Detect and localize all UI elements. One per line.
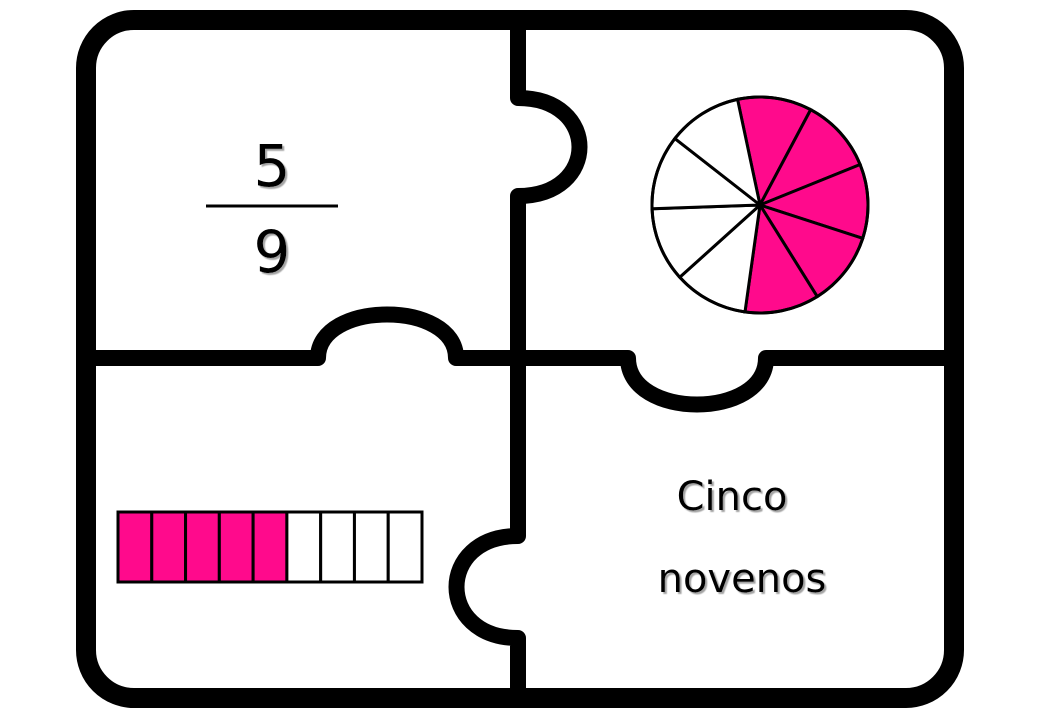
words-line-1: Cinco — [677, 474, 788, 520]
piece-bar — [116, 510, 424, 584]
bar-cell-empty — [352, 510, 390, 584]
bar-cell-filled — [217, 510, 255, 584]
divider-top-vertical — [510, 28, 588, 358]
bar-cell-filled — [116, 510, 154, 584]
pie-outline — [650, 95, 870, 315]
bar-cell-empty — [386, 510, 424, 584]
divider-right-horizontal — [518, 350, 946, 413]
fraction-numerator: 5 — [254, 132, 291, 200]
bar-cell-filled — [184, 510, 221, 584]
divider-bottom-vertical — [448, 358, 526, 692]
bar-cell-empty — [285, 510, 323, 584]
piece-pie — [650, 95, 870, 315]
bar-cell-filled — [150, 510, 188, 584]
bar-cell-empty — [319, 510, 356, 584]
fraction-denominator: 9 — [254, 218, 291, 286]
bar-cell-filled — [251, 510, 289, 584]
divider-left-horizontal — [96, 306, 518, 366]
piece-fraction: 5 9 — [206, 132, 338, 286]
piece-words: Cinco novenos — [658, 474, 827, 602]
words-line-2: novenos — [658, 556, 827, 602]
